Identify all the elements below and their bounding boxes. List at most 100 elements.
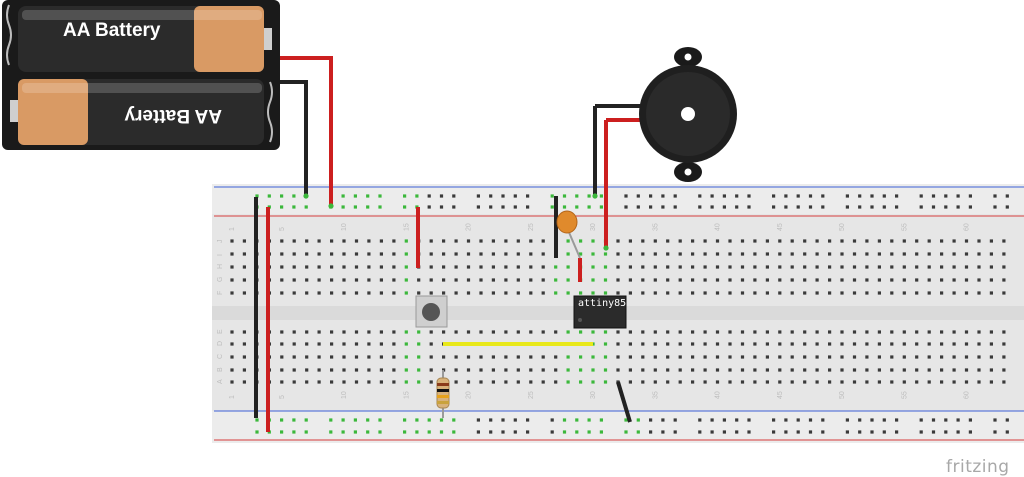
breadboard-hole [554, 368, 558, 372]
breadboard-hole [840, 355, 844, 359]
breadboard-hole [550, 418, 554, 422]
breadboard-hole [466, 278, 471, 282]
breadboard-hole [442, 330, 446, 334]
breadboard-hole [703, 278, 707, 282]
breadboard-hole [429, 265, 433, 269]
breadboard-hole [915, 342, 919, 346]
breadboard-hole [828, 278, 832, 282]
breadboard-hole [877, 291, 881, 295]
breadboard-hole [710, 418, 714, 422]
breadboard-hole [466, 265, 471, 269]
breadboard-hole [354, 380, 359, 384]
breadboard-hole [828, 368, 832, 372]
breadboard-hole [790, 291, 794, 295]
breadboard-hole [703, 330, 707, 334]
breadboard-hole [366, 205, 370, 209]
breadboard-hole [952, 342, 956, 346]
breadboard-hole [796, 194, 800, 198]
breadboard-hole [429, 278, 433, 282]
breadboard-hole [902, 265, 906, 269]
breadboard-hole [728, 252, 732, 256]
breadboard-hole [292, 380, 296, 384]
battery-positive-wire [280, 56, 333, 206]
breadboard-hole [1005, 194, 1009, 198]
breadboard-hole [931, 418, 936, 422]
breadboard-hole [915, 291, 919, 295]
breadboard-hole [292, 205, 296, 209]
breadboard-hole [304, 418, 308, 422]
breadboard-hole [504, 380, 508, 384]
breadboard-hole [541, 380, 545, 384]
breadboard-hole [808, 205, 813, 209]
breadboard-hole [989, 342, 993, 346]
breadboard-hole [740, 265, 745, 269]
breadboard-hole [491, 265, 495, 269]
breadboard-hole [840, 278, 844, 282]
breadboard-hole [591, 239, 595, 243]
breadboard-hole [722, 194, 726, 198]
breadboard-hole [317, 355, 321, 359]
breadboard-hole [944, 418, 948, 422]
breadboard-hole [870, 418, 874, 422]
breadboard-hole [661, 430, 665, 434]
breadboard-hole [865, 330, 869, 334]
breadboard-hole [603, 252, 608, 256]
breadboard-hole [392, 265, 396, 269]
breadboard-hole [790, 330, 794, 334]
breadboard-hole [404, 239, 408, 243]
breadboard-hole [491, 380, 495, 384]
breadboard-hole [858, 205, 862, 209]
breadboard-hole [641, 330, 645, 334]
breadboard-hole [653, 355, 657, 359]
breadboard-hole [280, 239, 284, 243]
breadboard-hole [624, 205, 628, 209]
breadboard-hole [354, 278, 359, 282]
breadboard-hole [666, 291, 670, 295]
breadboard-hole [403, 418, 407, 422]
breadboard-hole [616, 252, 620, 256]
row-letter: H [217, 264, 224, 269]
breadboard-hole [317, 330, 321, 334]
breadboard-hole [661, 194, 665, 198]
breadboard-hole [977, 265, 981, 269]
breadboard-hole [790, 265, 794, 269]
breadboard-hole [330, 368, 334, 372]
breadboard-hole [784, 430, 788, 434]
breadboard-hole [342, 252, 346, 256]
breadboard-hole [728, 239, 732, 243]
breadboard-hole [915, 355, 919, 359]
breadboard-hole [599, 205, 603, 209]
breadboard-hole [691, 368, 695, 372]
breadboard-hole [304, 430, 308, 434]
breadboard-hole [454, 239, 458, 243]
breadboard-hole [715, 330, 720, 334]
breadboard-hole [354, 355, 359, 359]
breadboard-hole [691, 355, 695, 359]
breadboard-hole [366, 430, 370, 434]
breadboard-hole [417, 380, 421, 384]
breadboard-hole [840, 342, 844, 346]
column-number: 5 [279, 395, 286, 399]
breadboard-hole [255, 418, 259, 422]
breadboard-hole [317, 265, 321, 269]
breadboard-hole [305, 239, 309, 243]
breadboard-hole [367, 291, 371, 295]
breadboard-hole [466, 239, 471, 243]
breadboard-hole [504, 252, 508, 256]
breadboard-hole [504, 265, 508, 269]
breadboard-hole [882, 430, 886, 434]
breadboard-hole [479, 330, 483, 334]
breadboard-hole [666, 265, 670, 269]
breadboard-hole [915, 239, 919, 243]
breadboard-hole [952, 278, 956, 282]
column-number: 45 [777, 391, 784, 399]
breadboard-hole [454, 380, 458, 384]
breadboard-hole [442, 291, 446, 295]
breadboard-hole [367, 239, 371, 243]
resistor-band [437, 389, 449, 392]
chip-pin1-marker [578, 318, 582, 322]
breadboard-hole [454, 291, 458, 295]
breadboard-hole [956, 418, 960, 422]
breadboard-hole [624, 418, 628, 422]
breadboard-hole [890, 342, 894, 346]
